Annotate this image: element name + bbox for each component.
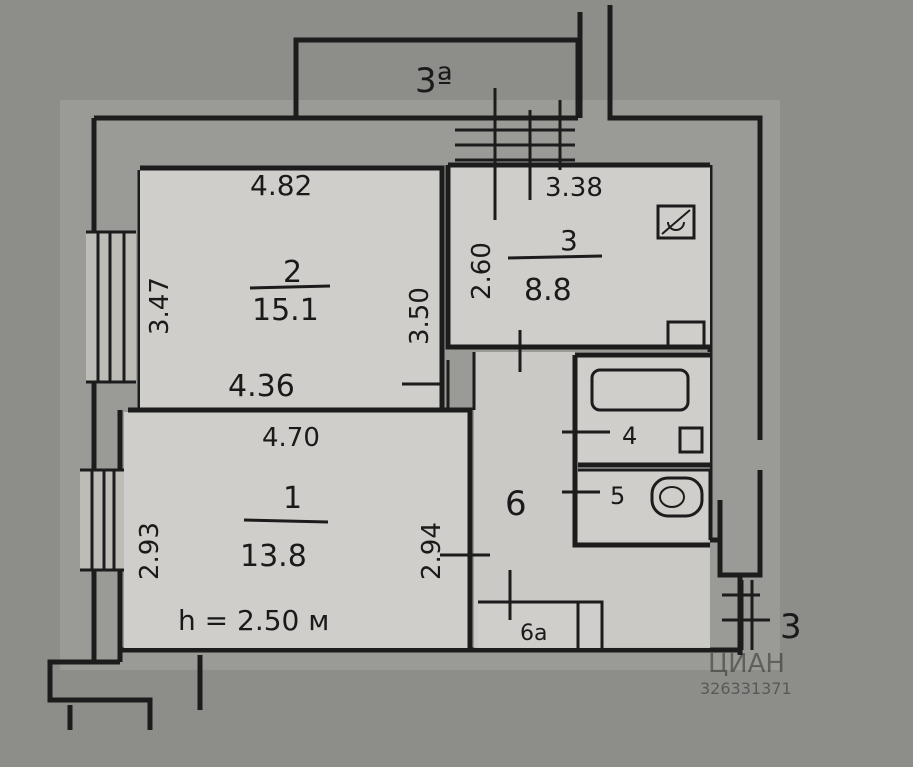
window-left-lower [80,468,124,572]
room-2-width-top: 4.82 [250,169,312,202]
room-1-width-top: 4.70 [262,423,320,453]
room-2-height-right: 3.50 [405,287,435,345]
room-5-label: 5 [610,482,625,510]
stove-burner-icon [661,209,691,235]
room-1-label: 1 [283,481,302,516]
entrance: 3 [722,580,802,650]
room-3-height-left: 2.60 [467,242,497,300]
room-6a-label: 6a [520,621,547,646]
watermark: ЦИАН 326331371 [700,649,792,698]
room-1: 4.70 1 13.8 2.93 2.94 h = 2.50 м [124,407,473,648]
washbasin-icon [678,426,704,454]
room-1-height-right: 2.94 [417,522,447,580]
room-3-area: 8.8 [524,273,572,308]
stove-icon [656,204,696,240]
room-4-label: 4 [622,422,637,450]
entrance-label: 3 [780,607,802,647]
room-1-area: 13.8 [240,539,307,574]
sink-icon [666,320,706,348]
bathtub-icon [590,368,690,412]
room-2-height-left: 3.47 [145,277,175,335]
room-6a-storage: 6a [478,570,604,648]
room-2-label: 2 [283,255,302,290]
toilet-icon [650,476,704,518]
room-3-label: 3 [560,224,578,257]
window-left-upper [86,230,136,384]
watermark-id: 326331371 [700,679,792,698]
ceiling-height: h = 2.50 м [178,604,329,637]
room-4-bathroom: 4 [562,352,710,548]
room-2: 4.82 2 15.1 3.47 3.50 4.36 [140,165,445,408]
balcony-label: 3ª [415,61,453,101]
room-2-width-bottom: 4.36 [228,369,295,404]
room-1-height-left: 2.93 [135,522,165,580]
room-5-toilet: 5 [562,468,712,540]
room-2-area: 15.1 [252,293,319,328]
stair-hatch [455,88,575,220]
room-6-label: 6 [505,484,527,524]
room-3: 3.38 3 8.8 2.60 [445,162,710,350]
watermark-brand: ЦИАН [708,649,785,679]
room-3-width-top: 3.38 [545,173,603,203]
